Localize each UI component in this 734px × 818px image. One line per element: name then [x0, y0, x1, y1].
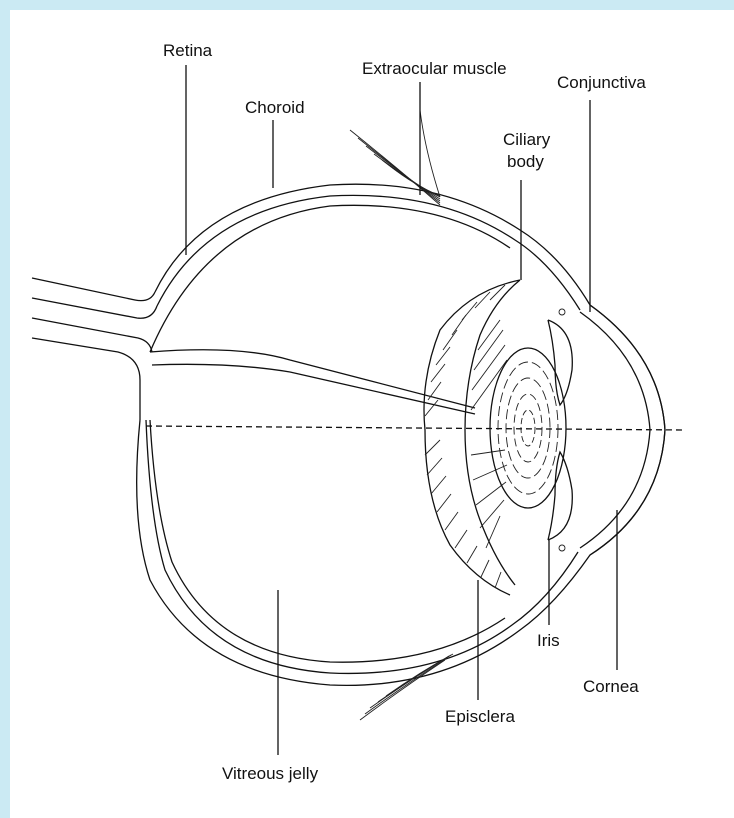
label-ciliary-body-line1: Ciliary	[503, 130, 551, 149]
extraocular-muscle-bottom	[360, 654, 453, 720]
label-conjunctiva: Conjunctiva	[557, 73, 646, 92]
extraocular-muscle-top	[350, 110, 440, 205]
optical-axis	[146, 426, 685, 430]
label-cornea: Cornea	[583, 677, 639, 696]
diagram-frame: Retina Choroid Extraocular muscle Conjun…	[10, 10, 734, 818]
iris-shape	[548, 309, 572, 551]
ciliary-body-shape	[424, 280, 520, 595]
label-extraocular-muscle: Extraocular muscle	[362, 59, 507, 78]
leader-lines	[186, 65, 617, 755]
label-episclera: Episclera	[445, 707, 515, 726]
optic-nerve	[32, 278, 157, 420]
label-vitreous-jelly: Vitreous jelly	[222, 764, 319, 783]
retinal-vessel-lower	[152, 364, 475, 414]
cornea-shape	[580, 305, 665, 555]
label-choroid: Choroid	[245, 98, 305, 117]
sclera	[137, 184, 665, 685]
eye-cross-section-diagram: Retina Choroid Extraocular muscle Conjun…	[10, 10, 734, 818]
label-iris: Iris	[537, 631, 560, 650]
label-retina: Retina	[163, 41, 213, 60]
label-ciliary-body-line2: body	[507, 152, 544, 171]
